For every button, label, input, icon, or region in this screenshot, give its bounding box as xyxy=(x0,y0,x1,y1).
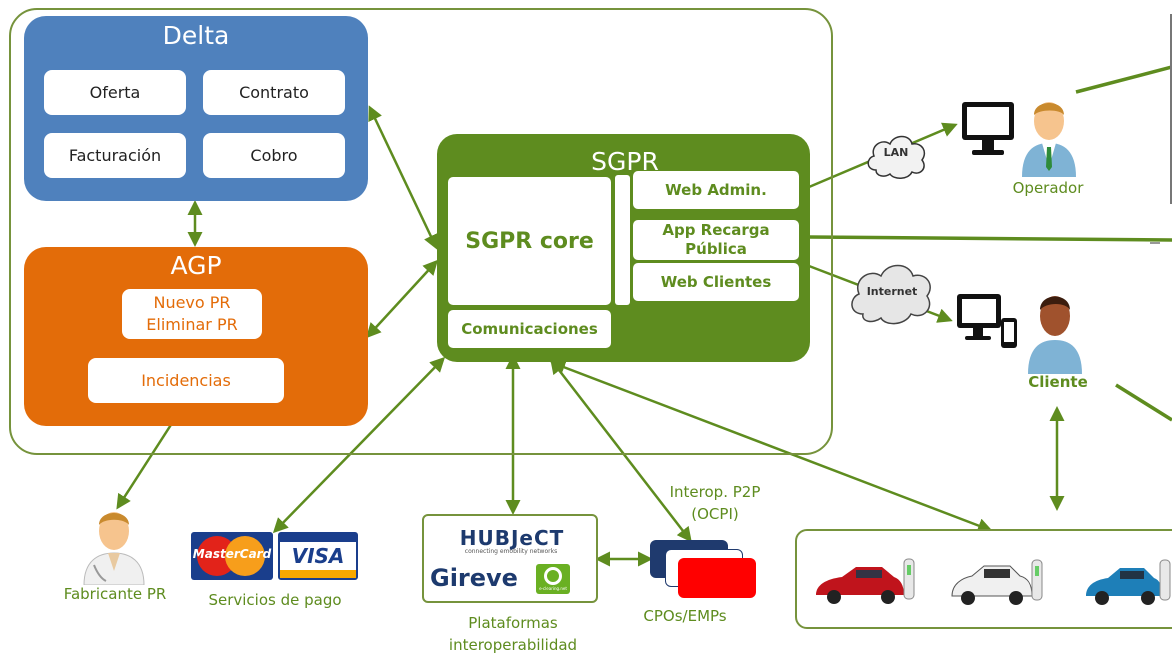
arrow-sgpr-pago xyxy=(272,356,446,534)
app-recarga-line1: App Recarga xyxy=(662,221,770,239)
comunicaciones-box: Comunicaciones xyxy=(448,310,611,348)
interop-label-line2: (OCPI) xyxy=(691,505,739,523)
mastercard-text: MasterCard xyxy=(192,547,272,561)
nuevo-eliminar-box: Nuevo PR Eliminar PR xyxy=(122,289,262,339)
hubject-subtitle: connecting emobility networks xyxy=(464,548,558,555)
internet-label: Internet xyxy=(866,285,918,298)
desktop-phone-icon xyxy=(957,294,1017,348)
cobro-box: Cobro xyxy=(203,133,345,178)
eclearing-text: e-clearing.net xyxy=(539,586,567,591)
plataformas-label-line2: interoperabilidad xyxy=(448,636,578,654)
red-car-charger-icon xyxy=(816,558,915,604)
agp-title: AGP xyxy=(170,251,222,280)
nuevo-pr-label: Nuevo PR xyxy=(153,293,231,312)
operador-label: Operador xyxy=(1012,179,1084,197)
web-admin-box: Web Admin. xyxy=(633,171,799,209)
monitor-icon xyxy=(962,102,1014,155)
interop-label-line1: Interop. P2P xyxy=(669,483,761,501)
visa-logo: VISA xyxy=(278,532,358,580)
eliminar-pr-label: Eliminar PR xyxy=(146,315,238,334)
internet-cloud-icon xyxy=(851,264,931,325)
servicios-pago-label: Servicios de pago xyxy=(208,591,342,609)
delta-title: Delta xyxy=(162,21,230,50)
plataformas-label-line1: Plataformas xyxy=(468,614,558,632)
lan-label: LAN xyxy=(883,146,909,159)
white-car-charger-icon xyxy=(951,559,1043,605)
sgpr-core-box: SGPR core xyxy=(448,177,611,305)
cpo-card-front xyxy=(678,558,756,598)
fabricante-label: Fabricante PR xyxy=(63,585,167,603)
mastercard-logo: MasterCard xyxy=(191,532,273,580)
fabricante-person-icon xyxy=(83,512,145,585)
app-recarga-box: App Recarga Pública xyxy=(633,220,799,260)
arrow-agp-sgpr xyxy=(365,259,439,339)
oferta-box: Oferta xyxy=(44,70,186,115)
plataformas-label: Plataformas interoperabilidad xyxy=(420,612,606,656)
gireve-logo: Gireve xyxy=(430,564,518,592)
blue-car-charger-icon xyxy=(1086,559,1171,605)
web-clientes-box: Web Clientes xyxy=(633,263,799,301)
arrow-delta-sgpr xyxy=(368,105,438,250)
cliente-label: Cliente xyxy=(1028,373,1088,391)
cliente-person-icon xyxy=(1028,296,1082,374)
interop-label: Interop. P2P (OCPI) xyxy=(650,481,780,525)
main-system-frame xyxy=(9,8,833,455)
arrow-sgpr-chargers xyxy=(550,360,993,533)
cpos-emps-label: CPOs/EMPs xyxy=(643,607,727,625)
contrato-box: Contrato xyxy=(203,70,345,115)
operador-person-icon xyxy=(1022,102,1076,177)
hubject-logo: HUBJeCT xyxy=(459,526,565,550)
lan-cloud-icon xyxy=(867,135,926,179)
app-recarga-line2: Pública xyxy=(685,240,747,258)
eclearing-logo: e-clearing.net xyxy=(536,564,570,594)
facturacion-box: Facturación xyxy=(44,133,186,178)
incidencias-box: Incidencias xyxy=(88,358,284,403)
visa-text: VISA xyxy=(291,544,345,568)
sgpr-bus-bar xyxy=(615,175,630,305)
